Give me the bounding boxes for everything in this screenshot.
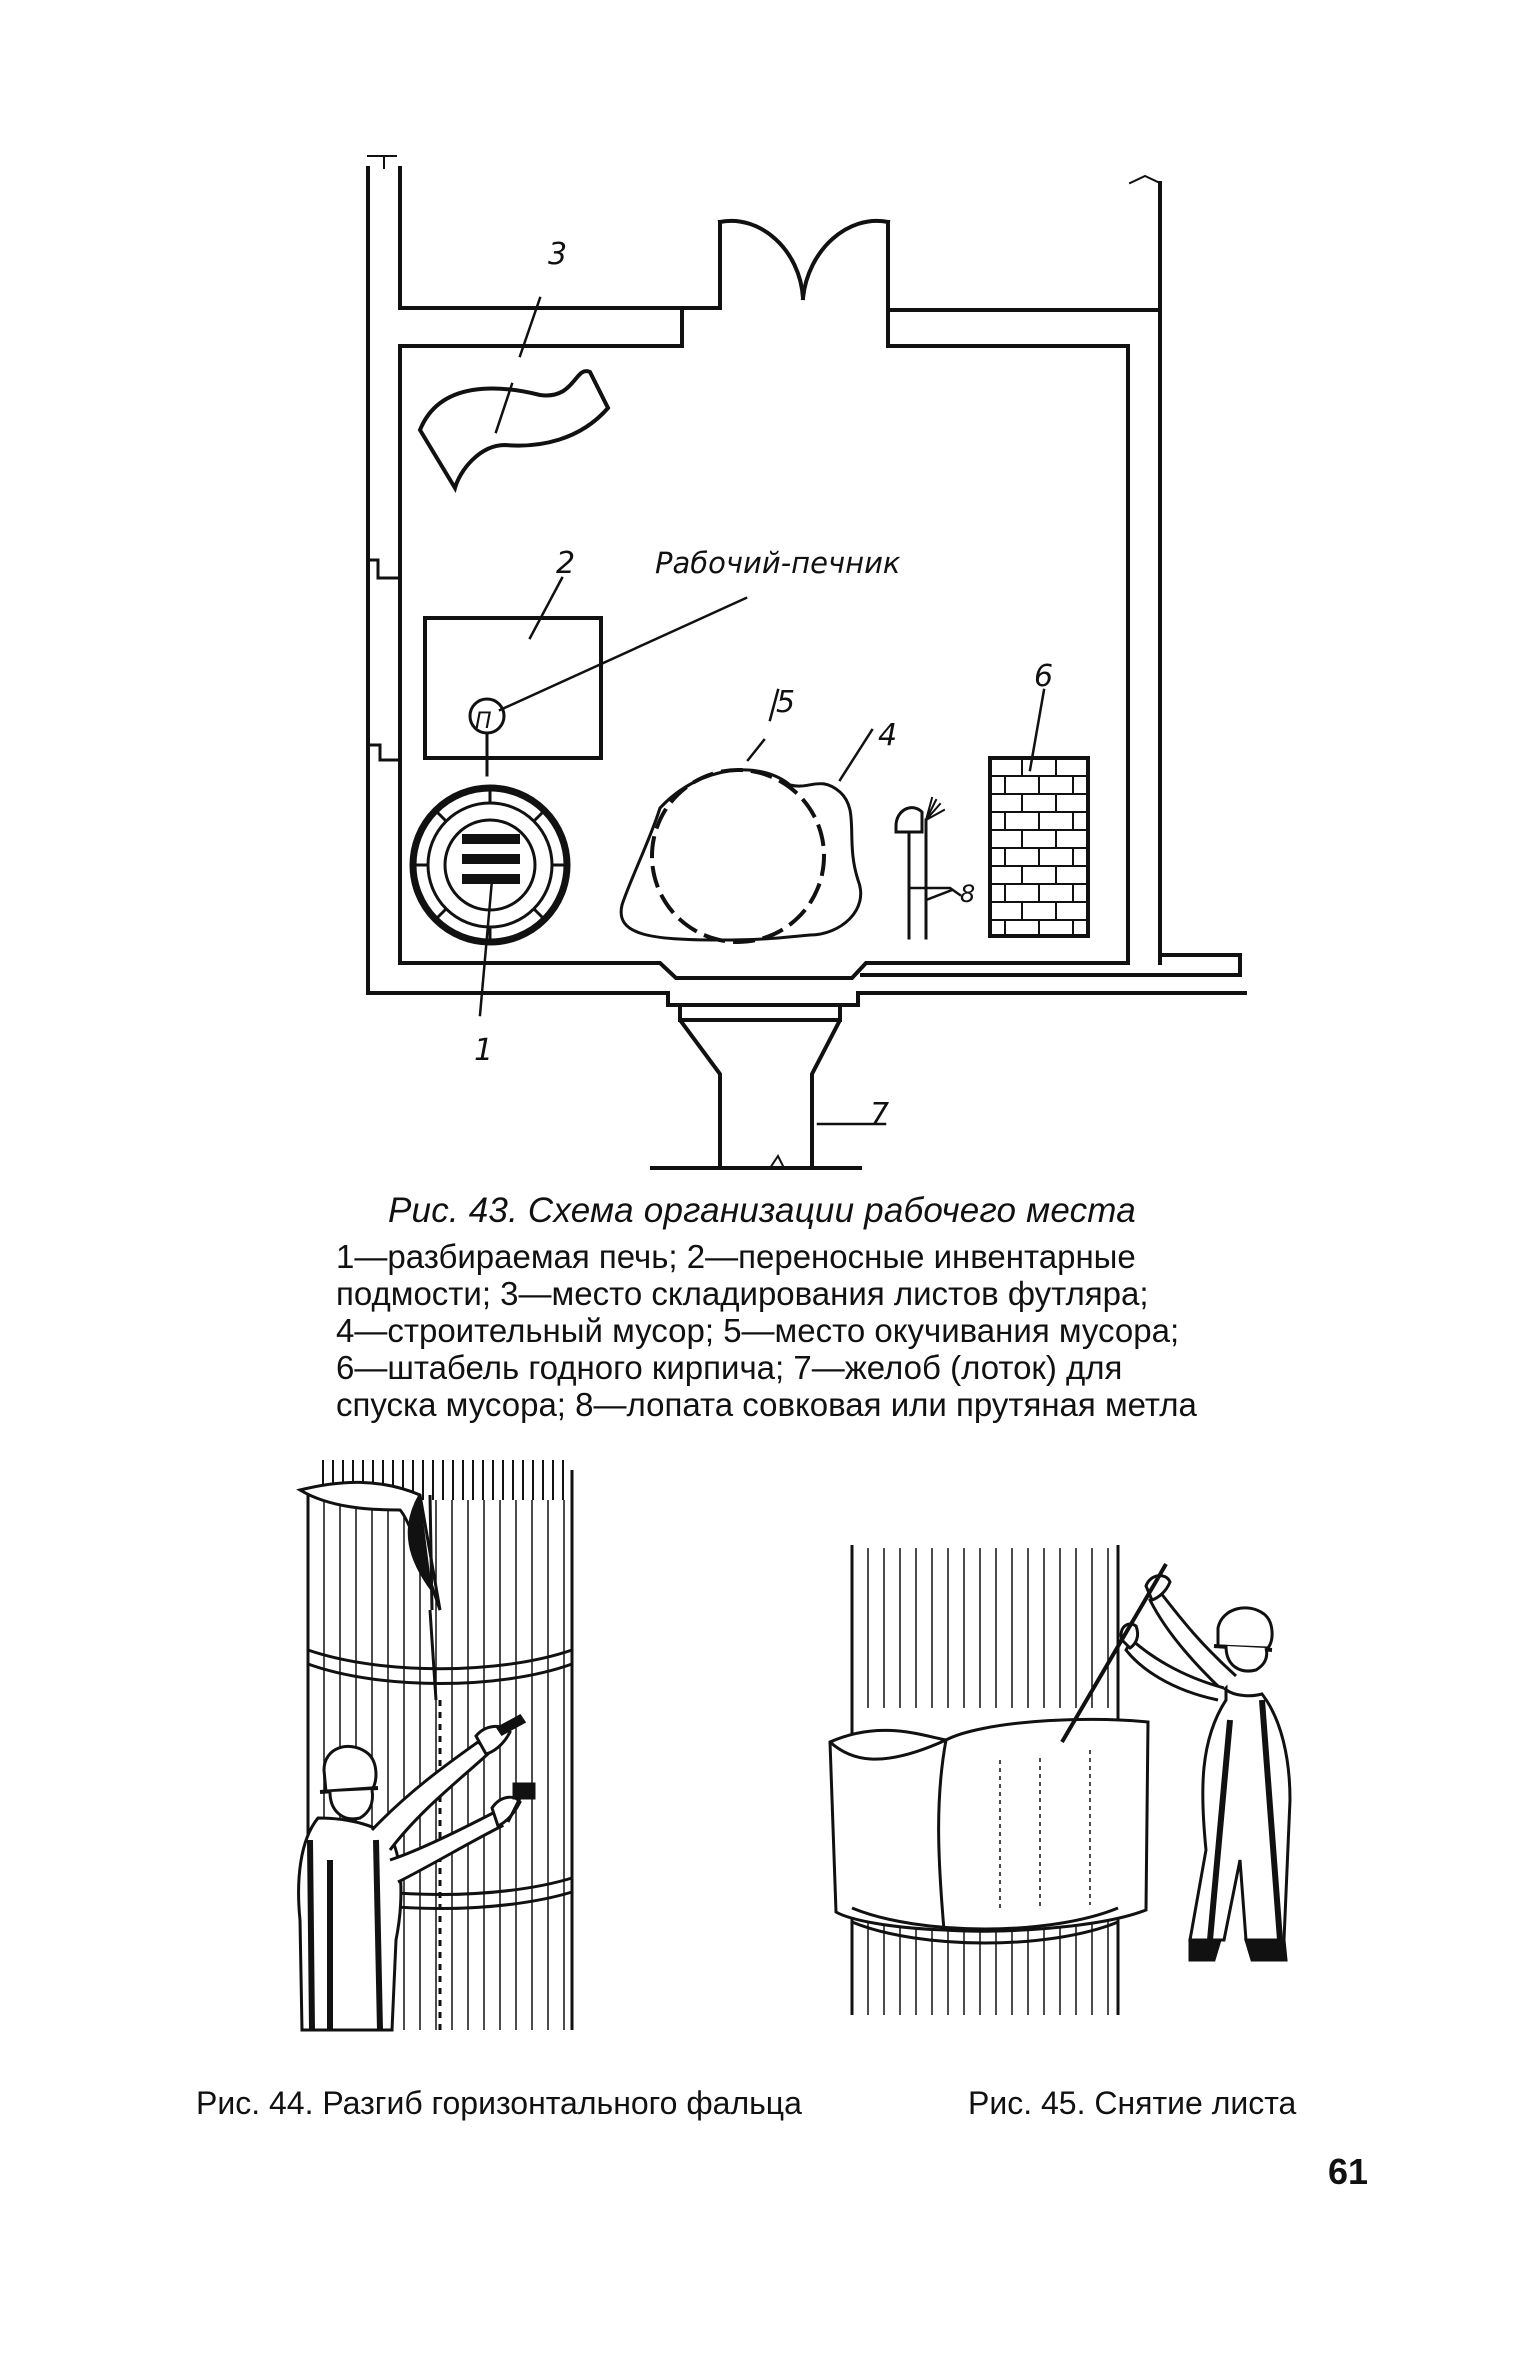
wall-inner-room (398, 181, 1162, 980)
wall-left-inner (398, 166, 722, 310)
hand-lower (490, 1795, 522, 1829)
label-3: 3 (548, 237, 567, 272)
brick-pattern (990, 758, 1088, 936)
chisel-icon (495, 1714, 527, 1736)
boots-45 (1188, 1938, 1288, 1962)
label-7: 7 (870, 1097, 889, 1132)
scaffold (423, 616, 603, 760)
fig43-caption-title: Рис. 43. Схема организации рабочего мест… (388, 1191, 1136, 1230)
chute-funnel (678, 1003, 842, 1170)
page-number: 61 (1328, 2151, 1369, 2192)
label-4: 4 (878, 718, 897, 753)
wall-bottom (366, 991, 1247, 1007)
overalls-shading (307, 1839, 383, 2031)
label-worker: Рабочий-печник (655, 546, 901, 580)
removed-sheet (828, 1717, 1150, 1933)
oven-grate (462, 834, 520, 884)
fig43-caption-body: 1—разбираемая печь; 2—переносные инвента… (336, 1238, 1233, 1423)
crowbar-icon (1060, 1563, 1168, 1744)
shovel (894, 806, 924, 834)
hand2-45 (1119, 1622, 1140, 1650)
worker-fig44 (297, 1725, 522, 2032)
fig44-caption: Рис. 44. Разгиб горизонтального фальца (196, 2085, 802, 2121)
caption-line: спуска мусора; 8—лопата совковая или пру… (336, 1386, 1197, 1423)
fig43-plan-diagram: 3 2 Рабочий-печник П 5 4 6 8 1 7 (366, 155, 1247, 1170)
label-2: 2 (556, 546, 575, 581)
hand-45 (1144, 1574, 1172, 1602)
broom (924, 796, 946, 822)
door-arc-right (800, 218, 891, 301)
sheet-storage-area (417, 369, 611, 494)
caption-line: подмости; 3—место складирования листов ф… (336, 1275, 1149, 1312)
worker-fig45 (1119, 1574, 1292, 1962)
label-1: 1 (474, 1033, 493, 1068)
seam-band-45 (851, 1906, 1119, 1945)
label-8: 8 (960, 880, 975, 908)
caption-line: 1—разбираемая печь; 2—переносные инвента… (336, 1238, 1136, 1275)
fig45-caption: Рис. 45. Снятие листа (968, 2085, 1297, 2121)
label-5: 5 (776, 685, 795, 720)
helmet-45 (1216, 1606, 1274, 1650)
caption-line: 6—штабель годного кирпича; 7—желоб (лото… (336, 1349, 1123, 1386)
caption-line: 4—строительный мусор; 5—место окучивания… (336, 1312, 1180, 1349)
door-arc-left (717, 218, 806, 301)
seam-band (307, 1648, 573, 1685)
worker-symbol: П (475, 709, 492, 734)
debris-outline (619, 768, 863, 942)
hammer-icon (506, 1782, 536, 1823)
label-6: 6 (1034, 659, 1053, 694)
